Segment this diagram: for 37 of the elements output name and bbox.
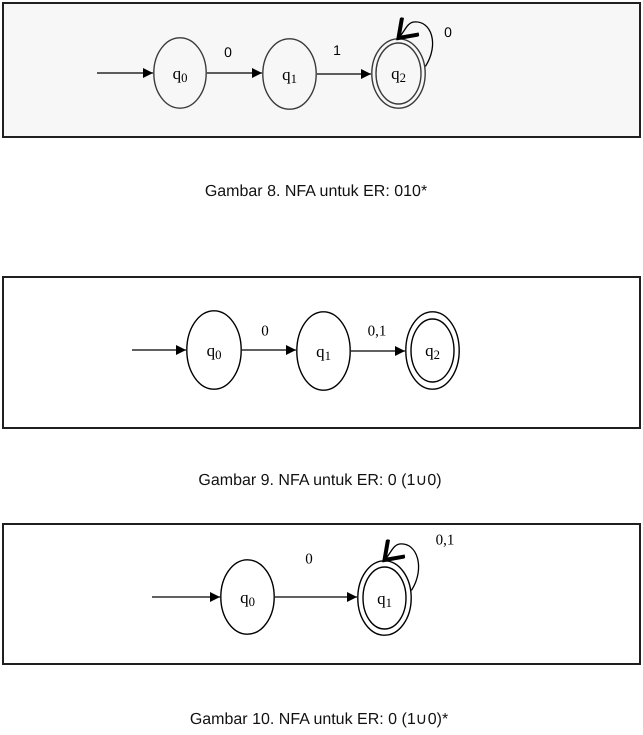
start-arrow <box>132 345 186 355</box>
accept-state-circle <box>357 560 412 636</box>
figure-caption: Gambar 10. NFA untuk ER: 0 (1∪0)* <box>190 710 448 730</box>
accept-state-circle <box>405 311 460 390</box>
state-label: q$_{0}$ <box>240 588 255 606</box>
edge-label: 0,1 <box>366 324 388 340</box>
edge-label: 0 <box>222 45 234 59</box>
state-label: q$_{0}$ <box>206 342 222 358</box>
state-circle <box>186 310 242 390</box>
state-label: q$_{1}$ <box>282 66 297 82</box>
arrow <box>351 346 405 356</box>
figure-caption: Gambar 9. NFA untuk ER: 0 (1∪0) <box>198 471 442 491</box>
state-circle <box>262 38 317 110</box>
accept-state-circle <box>371 38 426 109</box>
state-label: q$_{0}$ <box>172 64 188 82</box>
diagram-panel <box>2 276 641 429</box>
self-loop-arrow <box>382 537 420 591</box>
start-arrow <box>152 592 220 602</box>
state-label: q$_{1}$ <box>377 590 392 606</box>
self-loop-arrow <box>396 15 434 67</box>
arrow <box>242 345 296 355</box>
state-circle <box>220 559 275 635</box>
edge-label: 0 <box>442 25 454 39</box>
state-label: q$_{2}$ <box>391 65 406 82</box>
arrow <box>317 69 371 79</box>
arrow <box>275 592 357 602</box>
arrow <box>207 68 262 78</box>
state-circle <box>296 311 351 391</box>
diagram-panel <box>2 523 641 665</box>
diagram-panel <box>2 2 641 138</box>
edge-label: 0,1 <box>434 534 456 548</box>
edge-label: 1 <box>331 43 343 57</box>
state-label: q$_{2}$ <box>425 342 440 359</box>
start-arrow <box>97 68 153 78</box>
figure-caption: Gambar 8. NFA untuk ER: 010* <box>204 182 428 202</box>
state-circle <box>153 37 207 109</box>
state-label: q$_{1}$ <box>316 342 331 360</box>
